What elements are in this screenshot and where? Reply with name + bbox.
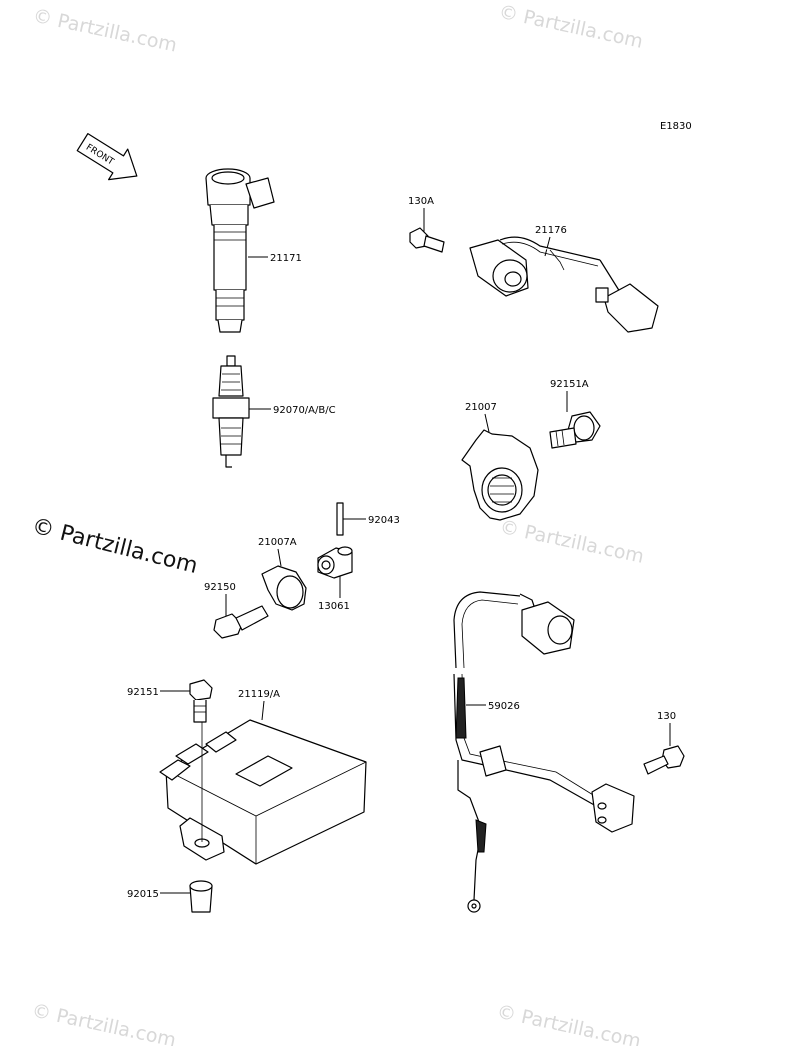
watermark-text: © Partzilla.com: [30, 1000, 178, 1046]
front-arrow-icon: FRONT: [76, 133, 138, 181]
bolt-130[interactable]: [643, 745, 685, 775]
watermark-text: © Partzilla.com: [498, 516, 646, 568]
spark-plug[interactable]: [212, 355, 250, 468]
rotor-21007A[interactable]: [261, 565, 307, 611]
watermark-overlay: © Partzilla.com: [29, 514, 200, 579]
part-number-21119A[interactable]: 21119/A: [238, 689, 280, 700]
part-number-92070[interactable]: 92070/A/B/C: [273, 405, 336, 416]
collar-13061[interactable]: [317, 546, 353, 579]
pin-92043[interactable]: [336, 502, 344, 536]
part-number-21176[interactable]: 21176: [535, 225, 567, 236]
ignition-coil[interactable]: [205, 168, 275, 333]
part-number-13061[interactable]: 13061: [318, 601, 350, 612]
leader-line: [277, 548, 282, 567]
ecu-unit[interactable]: [159, 719, 367, 865]
pickup-sensor[interactable]: [469, 236, 659, 333]
timing-rotor[interactable]: [461, 429, 539, 521]
bolt-92150[interactable]: [213, 605, 269, 639]
watermark-text: © Partzilla.com: [497, 1, 645, 53]
part-number-92150[interactable]: 92150: [204, 582, 236, 593]
part-number-59026[interactable]: 59026: [488, 701, 520, 712]
bolt-92151[interactable]: [189, 679, 213, 723]
part-number-21171[interactable]: 21171: [270, 253, 302, 264]
part-number-21007[interactable]: 21007: [465, 402, 497, 413]
part-number-21007A[interactable]: 21007A: [258, 537, 297, 548]
bolt-130A[interactable]: [409, 227, 445, 253]
leader-line: [484, 413, 490, 433]
part-number-92151A[interactable]: 92151A: [550, 379, 589, 390]
copyright-watermark: © Partzilla.com: [29, 514, 200, 579]
wire-harness[interactable]: [453, 591, 635, 913]
part-number-92043[interactable]: 92043: [368, 515, 400, 526]
watermark-text: © Partzilla.com: [495, 1001, 643, 1046]
diagram-code: E1830: [660, 121, 692, 132]
watermark-text: © Partzilla.com: [31, 5, 179, 57]
part-number-130A[interactable]: 130A: [408, 196, 434, 207]
part-number-130[interactable]: 130: [657, 711, 676, 722]
leader-line: [544, 236, 551, 257]
part-number-92151[interactable]: 92151: [127, 687, 159, 698]
leader-line: [261, 700, 265, 721]
bolt-92151A[interactable]: [549, 411, 601, 449]
grommet-92015[interactable]: [189, 880, 213, 913]
part-number-92015[interactable]: 92015: [127, 889, 159, 900]
